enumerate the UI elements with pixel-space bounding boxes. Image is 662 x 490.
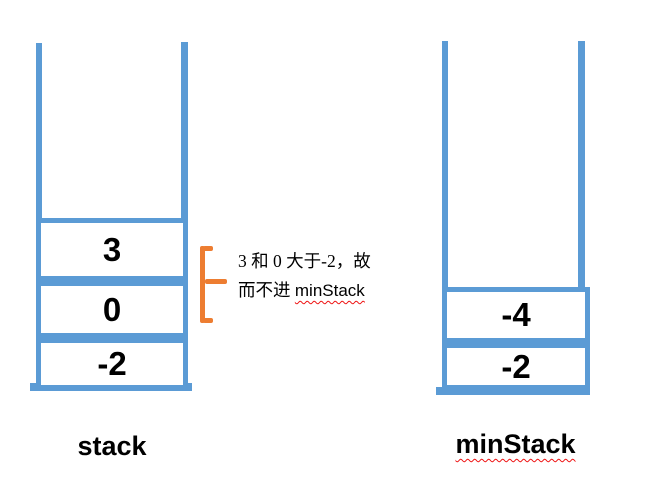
- stack-label: stack: [77, 431, 147, 461]
- minstack-label: minStack: [438, 429, 593, 460]
- annotation-line-1: 3 和 0 大于-2，故: [238, 251, 371, 271]
- minstack-container-left-wall: [442, 41, 448, 390]
- stack-cell-bottom: -2: [36, 338, 188, 390]
- brace-vertical-bar: [200, 246, 205, 323]
- stack-cell-middle: 0: [36, 281, 188, 338]
- minstack-container-right-wall: [578, 41, 585, 390]
- stack-cell-top: 3: [36, 218, 188, 281]
- annotation-line-2-prefix: 而不进: [238, 280, 295, 300]
- minstack-cell-top: -4: [442, 287, 590, 343]
- annotation-text: 3 和 0 大于-2，故 而不进 minStack: [238, 247, 418, 305]
- annotation-minstack-word: minStack: [294, 281, 365, 300]
- minstack-container-bottom: [436, 387, 590, 395]
- minstack-label-text: minStack: [455, 429, 576, 459]
- brace-middle-tick: [205, 279, 227, 284]
- brace-bottom-tick: [203, 318, 213, 323]
- annotation-line-2: 而不进 minStack: [238, 276, 418, 305]
- stack-container-right-wall: [181, 42, 188, 390]
- minstack-cell-bottom: -2: [442, 343, 590, 390]
- stack-container-left-wall: [36, 43, 42, 390]
- brace-top-tick: [203, 246, 213, 251]
